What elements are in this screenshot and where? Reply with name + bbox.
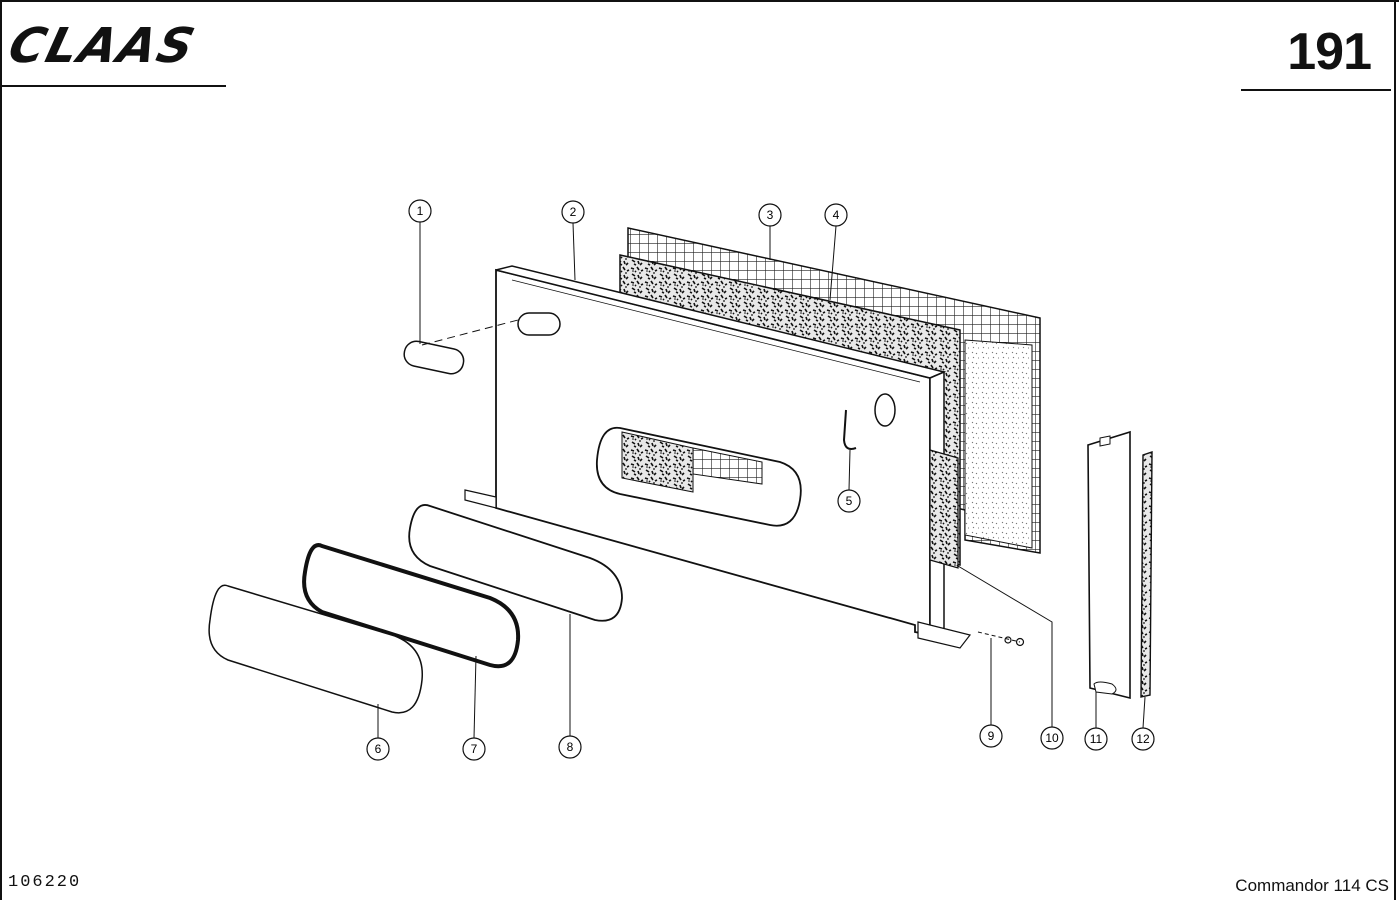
callout-2: 2: [561, 200, 585, 281]
callout-label-6: 6: [375, 742, 382, 756]
callout-8: 8: [558, 614, 582, 759]
callout-3: 3: [758, 203, 782, 260]
seal-strip: [1140, 451, 1153, 698]
callout-label-5: 5: [846, 494, 853, 508]
side-foam-strip: [929, 449, 959, 569]
page-number: 191: [1287, 23, 1372, 81]
window-glass: [208, 584, 423, 714]
frame-right-border: [1394, 0, 1396, 900]
callout-10: 10: [957, 565, 1064, 750]
callout-5: 5: [837, 449, 861, 513]
small-cover-plate: [403, 319, 519, 375]
logo-underline: [0, 85, 226, 87]
callout-label-4: 4: [833, 208, 840, 222]
frame-left-border: [0, 0, 2, 900]
callout-label-11: 11: [1090, 732, 1103, 746]
callout-7: 7: [462, 655, 486, 761]
clip-part: [842, 409, 857, 450]
machine-model: Commandor 114 CS: [1235, 876, 1389, 895]
callout-label-2: 2: [570, 205, 577, 219]
callout-label-3: 3: [767, 208, 774, 222]
callout-6: 6: [366, 704, 390, 761]
callout-12: 12: [1131, 696, 1155, 751]
callout-label-8: 8: [567, 740, 574, 754]
window-seal: [302, 543, 521, 669]
page-number-underline: [1241, 89, 1391, 91]
callout-4: 4: [824, 203, 848, 301]
callout-11: 11: [1084, 692, 1108, 751]
angle-profile: [1087, 430, 1131, 700]
callout-label-10: 10: [1045, 731, 1059, 745]
bolt-set: [977, 631, 1025, 647]
callout-1: 1: [408, 199, 432, 344]
drawing-reference-code: 106220: [8, 873, 82, 892]
callout-9: 9: [979, 638, 1003, 748]
callout-label-7: 7: [471, 742, 478, 756]
cover-panel: [464, 265, 972, 649]
frame-top-border: [0, 0, 1399, 2]
window-pane: [408, 504, 623, 622]
callout-label-12: 12: [1136, 732, 1150, 746]
callout-label-1: 1: [417, 204, 424, 218]
callout-label-9: 9: [988, 729, 995, 743]
